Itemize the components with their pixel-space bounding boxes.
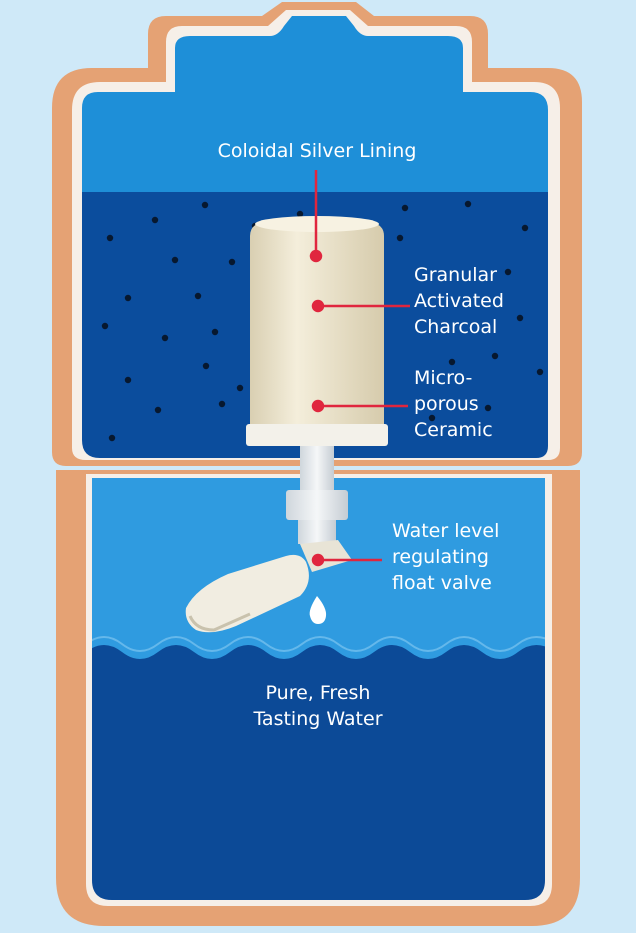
ceramic-label-line: Ceramic	[414, 419, 493, 441]
silver-lining-pointer-dot	[309, 249, 323, 263]
dot-icon	[428, 414, 436, 422]
dot-icon	[396, 234, 404, 242]
float-valve-pointer-dot	[311, 553, 325, 567]
pure-water-label: Pure, Fresh Tasting Water	[220, 680, 416, 732]
impurity-particles	[101, 200, 544, 442]
pure-water-label-line: Pure, Fresh	[265, 682, 371, 704]
upper-chamber	[52, 2, 582, 466]
dot-icon	[491, 352, 499, 360]
dot-icon	[218, 400, 226, 408]
dot-icon	[202, 362, 210, 370]
dot-icon	[516, 314, 524, 322]
dot-icon	[124, 376, 132, 384]
dot-icon	[521, 224, 529, 232]
float-valve-label-line: regulating	[392, 546, 489, 568]
float-valve-label-line: float valve	[392, 572, 492, 594]
ceramic-label-line: porous	[414, 393, 479, 415]
dot-icon	[236, 384, 244, 392]
cartridge-base	[246, 424, 388, 446]
dot-icon	[154, 406, 162, 414]
float-valve-arm	[300, 540, 352, 572]
silver-lining-label-line: Coloidal Silver Lining	[217, 140, 417, 162]
ceramic-pointer-dot	[311, 399, 325, 413]
charcoal-pointer-dot	[311, 299, 325, 313]
charcoal-label-line: Charcoal	[414, 316, 498, 338]
dot-icon	[161, 334, 169, 342]
charcoal-label-line: Granular	[414, 264, 497, 286]
charcoal-label: Granular Activated Charcoal	[414, 262, 504, 340]
dot-icon	[401, 204, 409, 212]
dot-icon	[201, 201, 209, 209]
lower-chamber	[56, 470, 580, 926]
dot-icon	[106, 234, 114, 242]
pure-water-body	[92, 645, 545, 900]
dot-icon	[171, 256, 179, 264]
cartridge-stem	[300, 446, 334, 490]
float-valve-shadow	[188, 612, 251, 632]
cartridge-outlet	[298, 520, 336, 544]
dot-icon	[448, 358, 456, 366]
dot-icon	[101, 322, 109, 330]
float-valve-icon	[185, 540, 352, 633]
dot-icon	[211, 328, 219, 336]
dot-icon	[108, 434, 116, 442]
pure-water-label-line: Tasting Water	[253, 708, 383, 730]
cartridge-nut	[286, 490, 348, 520]
float-valve-float	[185, 554, 309, 633]
dot-icon	[536, 368, 544, 376]
pointer-lines	[309, 170, 410, 567]
charcoal-label-line: Activated	[414, 290, 504, 312]
float-valve-label-line: Water level	[392, 520, 500, 542]
dot-icon	[504, 268, 512, 276]
water-surface-wave	[92, 636, 545, 652]
dot-icon	[228, 258, 236, 266]
dot-icon	[296, 210, 304, 218]
silver-lining-label: Coloidal Silver Lining	[200, 138, 434, 164]
float-valve-label: Water level regulating float valve	[392, 518, 499, 596]
dot-icon	[124, 294, 132, 302]
water-drop-icon	[309, 596, 327, 624]
dot-icon	[464, 200, 472, 208]
dot-icon	[484, 404, 492, 412]
ceramic-label-line: Micro-	[414, 367, 473, 389]
dot-icon	[151, 216, 159, 224]
dot-icon	[194, 292, 202, 300]
cartridge-body	[250, 218, 384, 424]
ceramic-label: Micro- porous Ceramic	[414, 365, 493, 443]
